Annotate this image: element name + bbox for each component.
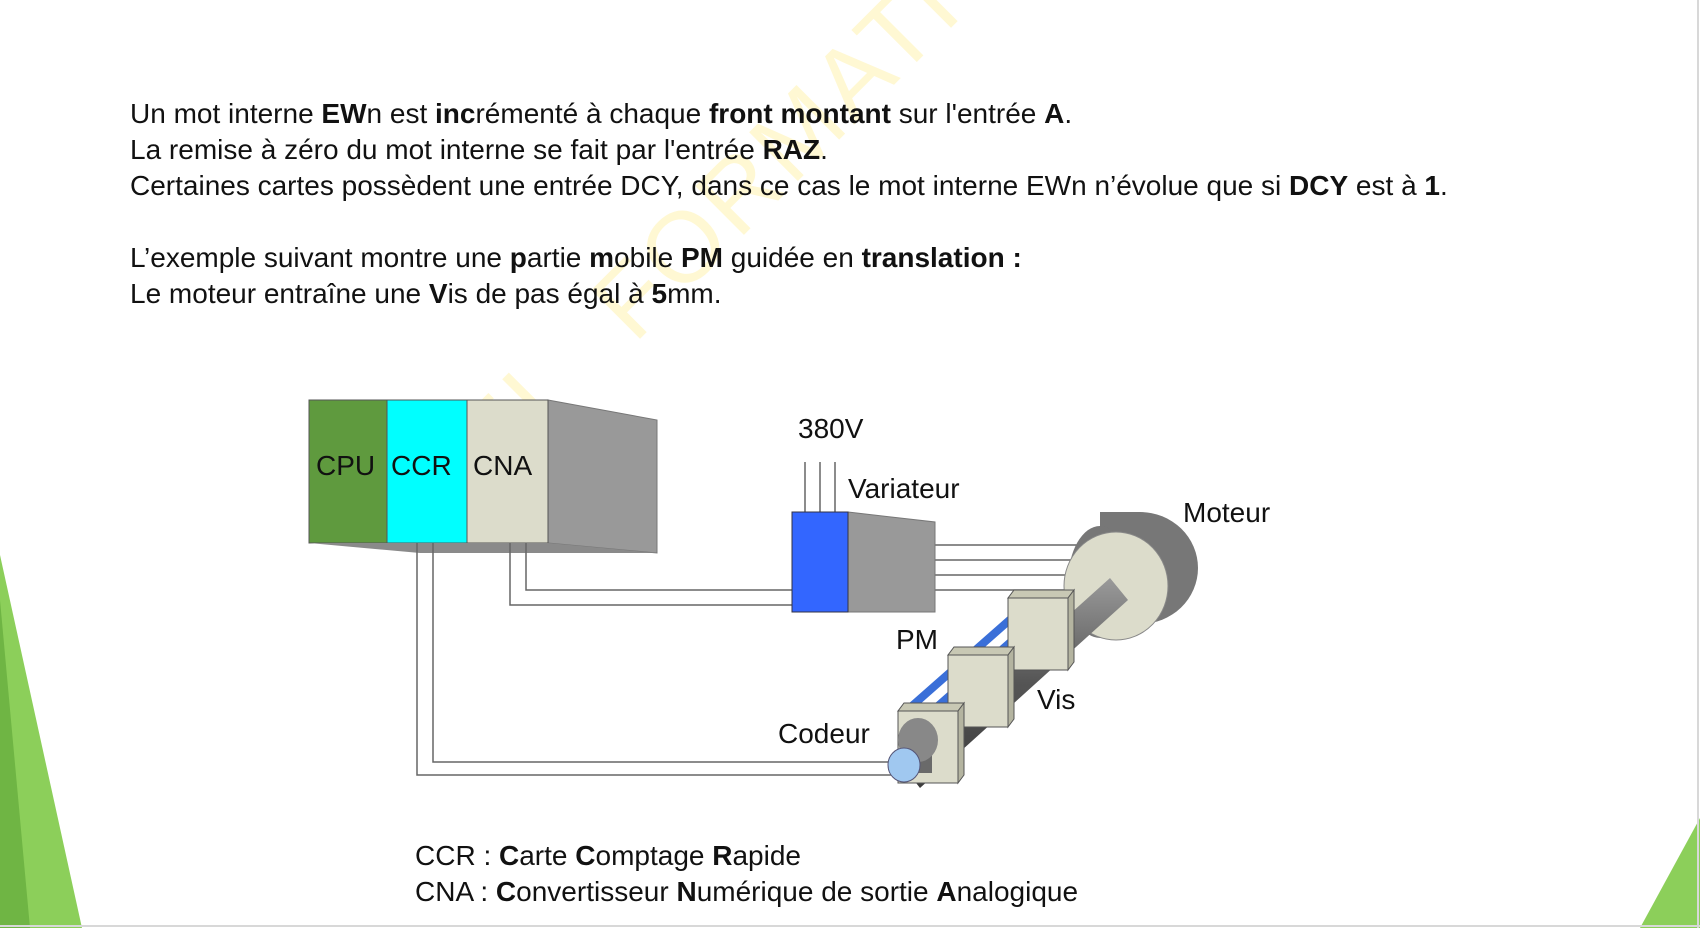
block-top-2 — [947, 646, 1015, 656]
ccr-to-codeur-wire-2 — [432, 543, 898, 763]
variateur-label: Variateur — [848, 473, 960, 504]
voltage-label: 380V — [798, 413, 864, 444]
ccr-module — [386, 399, 468, 544]
text-run: is de pas égal à — [447, 278, 652, 309]
text-run: Le moteur entraîne une — [130, 278, 429, 309]
bold-text-run: DCY — [1289, 170, 1349, 201]
text-run: est à — [1348, 170, 1425, 201]
text-run: omptage — [595, 840, 713, 871]
variateur-block — [791, 511, 936, 613]
block-side-3 — [957, 701, 965, 785]
bold-text-run: N — [676, 876, 697, 907]
paragraph-line: Le moteur entraîne une Vis de pas égal à… — [130, 276, 1448, 312]
cpu-label: CPU — [316, 450, 376, 481]
bold-text-run: EW — [321, 98, 367, 129]
text-run: artie — [526, 242, 590, 273]
pm-label: PM — [896, 624, 938, 655]
text-run: . — [1064, 98, 1073, 129]
block-face-1 — [1007, 597, 1069, 671]
text-run: mm. — [667, 278, 722, 309]
ccr-label: CCR — [391, 450, 452, 481]
block-side-2 — [1007, 645, 1015, 729]
text-run: Un mot interne — [130, 98, 322, 129]
rack-bottom — [309, 543, 657, 553]
bold-text-run: 1 — [1424, 170, 1440, 201]
cpu-module — [308, 399, 388, 544]
paragraph-line: La remise à zéro du mot interne se fait … — [130, 132, 1448, 168]
body-text: Un mot interne EWn est incrémenté à chaq… — [130, 96, 1448, 312]
bold-text-run: RAZ — [762, 134, 821, 165]
text-run: La remise à zéro du mot interne se fait … — [130, 134, 763, 165]
vis-label: Vis — [1037, 684, 1076, 715]
text-run: nalogique — [956, 876, 1079, 907]
moteur-label: Moteur — [1183, 497, 1271, 528]
bold-text-run: front montant — [708, 98, 891, 129]
text-run: rémenté à chaque — [475, 98, 709, 129]
bold-text-run: C — [499, 840, 520, 871]
bold-text-run: translation : — [861, 242, 1022, 273]
bold-text-run: 5 — [651, 278, 668, 309]
legend-line: CNA : Convertisseur Numérique de sortie … — [415, 874, 1078, 910]
text-run: L’exemple suivant montre une — [130, 242, 510, 273]
plc-rack — [308, 399, 658, 554]
bold-text-run: p — [509, 242, 527, 273]
text-run: n est — [366, 98, 436, 129]
text-run: umérique de sortie — [696, 876, 937, 907]
bold-text-run: C — [495, 876, 517, 907]
cna-to-variateur-wire-2 — [525, 543, 792, 591]
text-run: . — [820, 134, 828, 165]
cna-to-variateur-wire-1 — [509, 543, 792, 606]
block-top-1 — [1007, 589, 1075, 599]
text-run: obile — [614, 242, 681, 273]
block-side-1 — [1067, 588, 1075, 672]
ccr-to-codeur-wire-1 — [416, 543, 898, 776]
cna-label: CNA — [473, 450, 533, 481]
variateur-body — [847, 511, 936, 613]
codeur-label: Codeur — [778, 718, 870, 749]
block-top-3 — [897, 702, 965, 712]
paragraph-line: Un mot interne EWn est incrémenté à chaq… — [130, 96, 1448, 132]
text-run: CNA : — [415, 876, 496, 907]
bold-text-run: A — [1044, 98, 1065, 129]
codeur-face — [887, 747, 921, 783]
text-run: . — [1440, 170, 1448, 201]
bold-text-run: V — [428, 278, 448, 309]
bold-text-run: C — [575, 840, 596, 871]
cna-module — [466, 399, 549, 544]
bold-text-run: PM — [680, 242, 723, 273]
codeur — [887, 718, 938, 783]
paragraph-line: L’exemple suivant montre une partie mobi… — [130, 240, 1448, 276]
right-green-corner — [1640, 818, 1700, 928]
bold-text-run: m — [589, 242, 615, 273]
bold-text-run: R — [712, 840, 733, 871]
text-run: Certaines cartes possèdent une entrée DC… — [130, 170, 1290, 201]
variateur-front — [791, 511, 849, 613]
text-run: guidée en — [722, 242, 862, 273]
text-run: sur l'entrée — [890, 98, 1045, 129]
text-run: CCR : — [415, 840, 499, 871]
text-run: onvertisseur — [516, 876, 677, 907]
bold-text-run: inc — [435, 98, 476, 129]
legend: CCR : Carte Comptage Rapide CNA : Conver… — [415, 838, 1078, 910]
text-run: arte — [519, 840, 576, 871]
bold-text-run: A — [936, 876, 957, 907]
legend-line: CCR : Carte Comptage Rapide — [415, 838, 1078, 874]
rack-side — [547, 399, 658, 554]
text-run: apide — [732, 840, 801, 871]
paragraph-line: Certaines cartes possèdent une entrée DC… — [130, 168, 1448, 204]
left-green-corner-dark — [0, 600, 30, 928]
